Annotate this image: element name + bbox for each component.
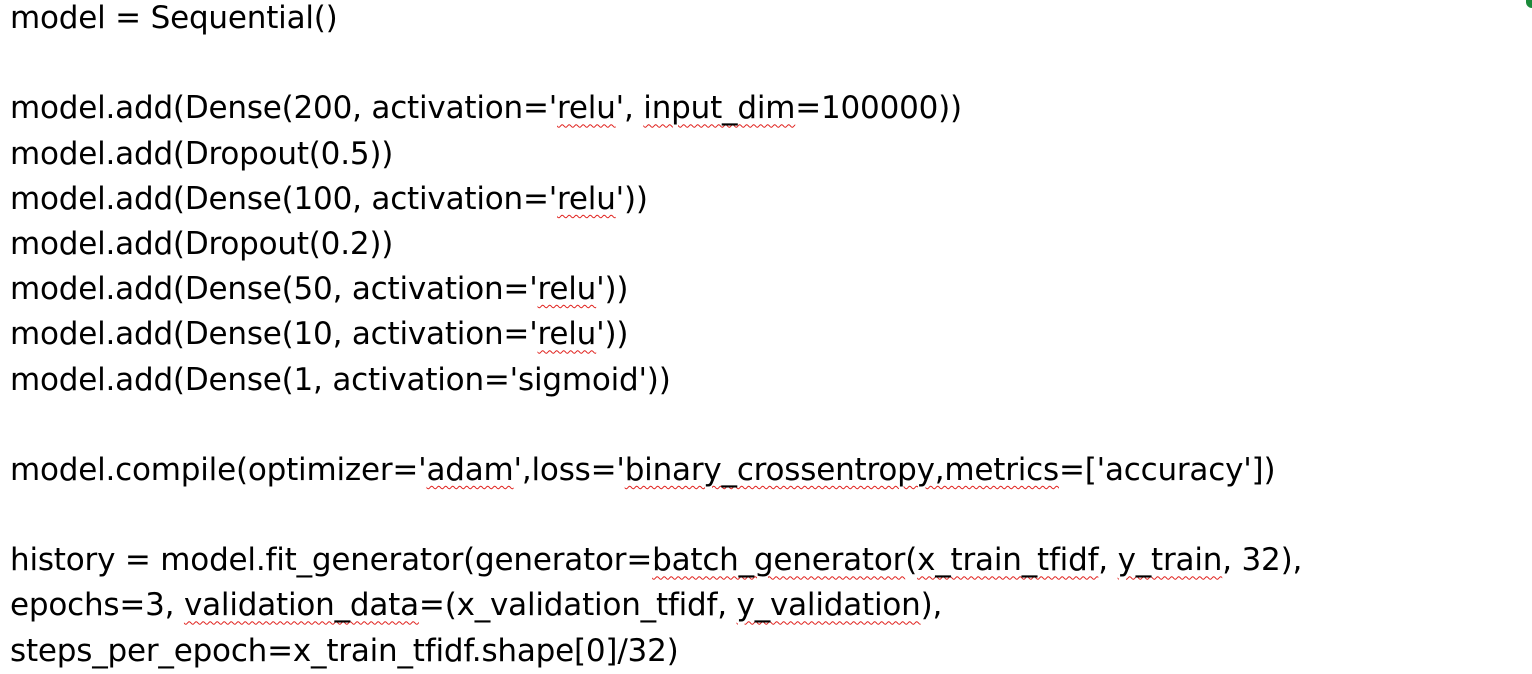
code-text: ', — [615, 90, 644, 127]
code-text: history = model.fit_generator(generator= — [10, 542, 653, 579]
code-text: =(x_validation_tfidf, — [418, 587, 737, 624]
code-text: epochs=3, — [10, 587, 184, 624]
spellcheck-flagged-word: relu — [557, 180, 616, 217]
code-text: =100000)) — [795, 90, 962, 127]
code-line: model = Sequential() — [10, 0, 1520, 41]
code-document[interactable]: model = Sequential() model.add(Dense(200,… — [10, 0, 1520, 674]
code-line: model.add(Dropout(0.2)) — [10, 222, 1520, 267]
code-text: model.compile(optimizer=' — [10, 451, 427, 488]
code-text: model.add(Dense(10, activation=' — [10, 316, 538, 353]
code-line: model.add(Dense(1, activation='sigmoid')… — [10, 358, 1520, 403]
spellcheck-flagged-word: binary_crossentropy,metrics — [624, 451, 1059, 488]
spellcheck-flagged-word: relu — [557, 90, 616, 127]
blank-line — [10, 403, 1520, 448]
spellcheck-flagged-word: input_dim — [643, 90, 796, 127]
blank-line — [10, 493, 1520, 538]
code-text: ')) — [596, 271, 629, 308]
code-text: model.add(Dense(1, activation='sigmoid')… — [10, 361, 671, 398]
corner-marker — [1526, 0, 1532, 8]
spellcheck-flagged-word: y_validation — [736, 587, 921, 624]
code-line: model.add(Dense(200, activation='relu', … — [10, 86, 1520, 131]
code-text: model.add(Dense(50, activation=' — [10, 271, 538, 308]
code-text: steps_per_epoch=x_train_tfidf.shape[0]/3… — [10, 632, 679, 669]
code-line: model.add(Dense(50, activation='relu')) — [10, 267, 1520, 312]
code-line: model.add(Dense(100, activation='relu')) — [10, 177, 1520, 222]
code-line: history = model.fit_generator(generator=… — [10, 538, 1520, 583]
spellcheck-flagged-word: y_train — [1117, 542, 1223, 579]
code-text: model.add(Dense(200, activation=' — [10, 90, 558, 127]
spellcheck-flagged-word: adam — [426, 451, 514, 488]
code-text: model.add(Dropout(0.5)) — [10, 135, 394, 172]
spellcheck-flagged-word: relu — [537, 271, 597, 308]
blank-line — [10, 41, 1520, 86]
spellcheck-flagged-word: relu — [537, 316, 597, 353]
code-line: epochs=3, validation_data=(x_validation_… — [10, 583, 1520, 628]
code-text: ( — [905, 542, 918, 579]
code-text: =['accuracy']) — [1058, 451, 1276, 488]
code-line: model.compile(optimizer='adam',loss='bin… — [10, 448, 1520, 493]
code-line: model.add(Dense(10, activation='relu')) — [10, 312, 1520, 357]
code-text: ',loss=' — [513, 451, 625, 488]
code-text: model.add(Dropout(0.2)) — [10, 225, 394, 262]
code-line: model.add(Dropout(0.5)) — [10, 132, 1520, 177]
code-text: ), — [920, 587, 943, 624]
code-text: , — [1098, 542, 1118, 579]
code-text: model.add(Dense(100, activation=' — [10, 180, 558, 217]
code-line: steps_per_epoch=x_train_tfidf.shape[0]/3… — [10, 629, 1520, 674]
code-text: ')) — [596, 316, 629, 353]
code-text: , 32), — [1222, 542, 1303, 579]
code-text: model = Sequential() — [10, 0, 338, 36]
spellcheck-flagged-word: x_train_tfidf — [917, 542, 1099, 579]
spellcheck-flagged-word: validation_data — [183, 587, 419, 624]
spellcheck-flagged-word: batch_generator — [652, 542, 906, 579]
code-text: ')) — [615, 180, 648, 217]
